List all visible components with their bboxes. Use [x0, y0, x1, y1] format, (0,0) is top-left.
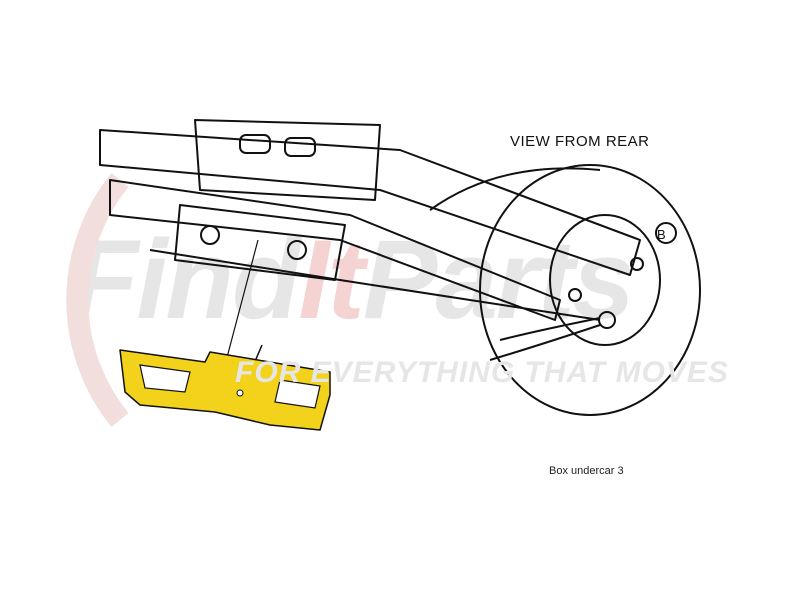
brake-line [499, 317, 601, 341]
bolt [630, 257, 644, 271]
view-label: VIEW FROM REAR [510, 133, 650, 150]
wheel-tire [479, 164, 701, 416]
lower-rail [109, 179, 561, 321]
bracket-slot [239, 134, 271, 154]
callout-label: B [657, 227, 666, 242]
bolt [287, 240, 307, 260]
fender-line [429, 167, 601, 211]
watermark-logo-find: Find [70, 217, 300, 342]
fitting [598, 311, 616, 329]
callout-circle [655, 222, 677, 244]
mount-bracket [194, 119, 381, 201]
box-mount-plate [174, 204, 346, 281]
bolt [568, 288, 582, 302]
watermark-tagline: FOR EVERYTHING THAT MOVES [235, 356, 729, 389]
box-hole [236, 389, 244, 397]
upper-rail [99, 129, 641, 276]
wheel-hub [549, 214, 661, 346]
undercar-box-highlight [119, 349, 331, 431]
cross-bar [149, 249, 601, 321]
bolt [200, 225, 220, 245]
box-cutout [274, 379, 321, 409]
box-cutout [139, 364, 191, 393]
bracket-slot [284, 137, 316, 157]
brake-line-2 [489, 324, 601, 361]
watermark-ring [66, 173, 129, 427]
leader-line [224, 239, 259, 366]
diagram-caption: Box undercar 3 [549, 465, 624, 477]
vehicle-underbody [99, 119, 701, 416]
